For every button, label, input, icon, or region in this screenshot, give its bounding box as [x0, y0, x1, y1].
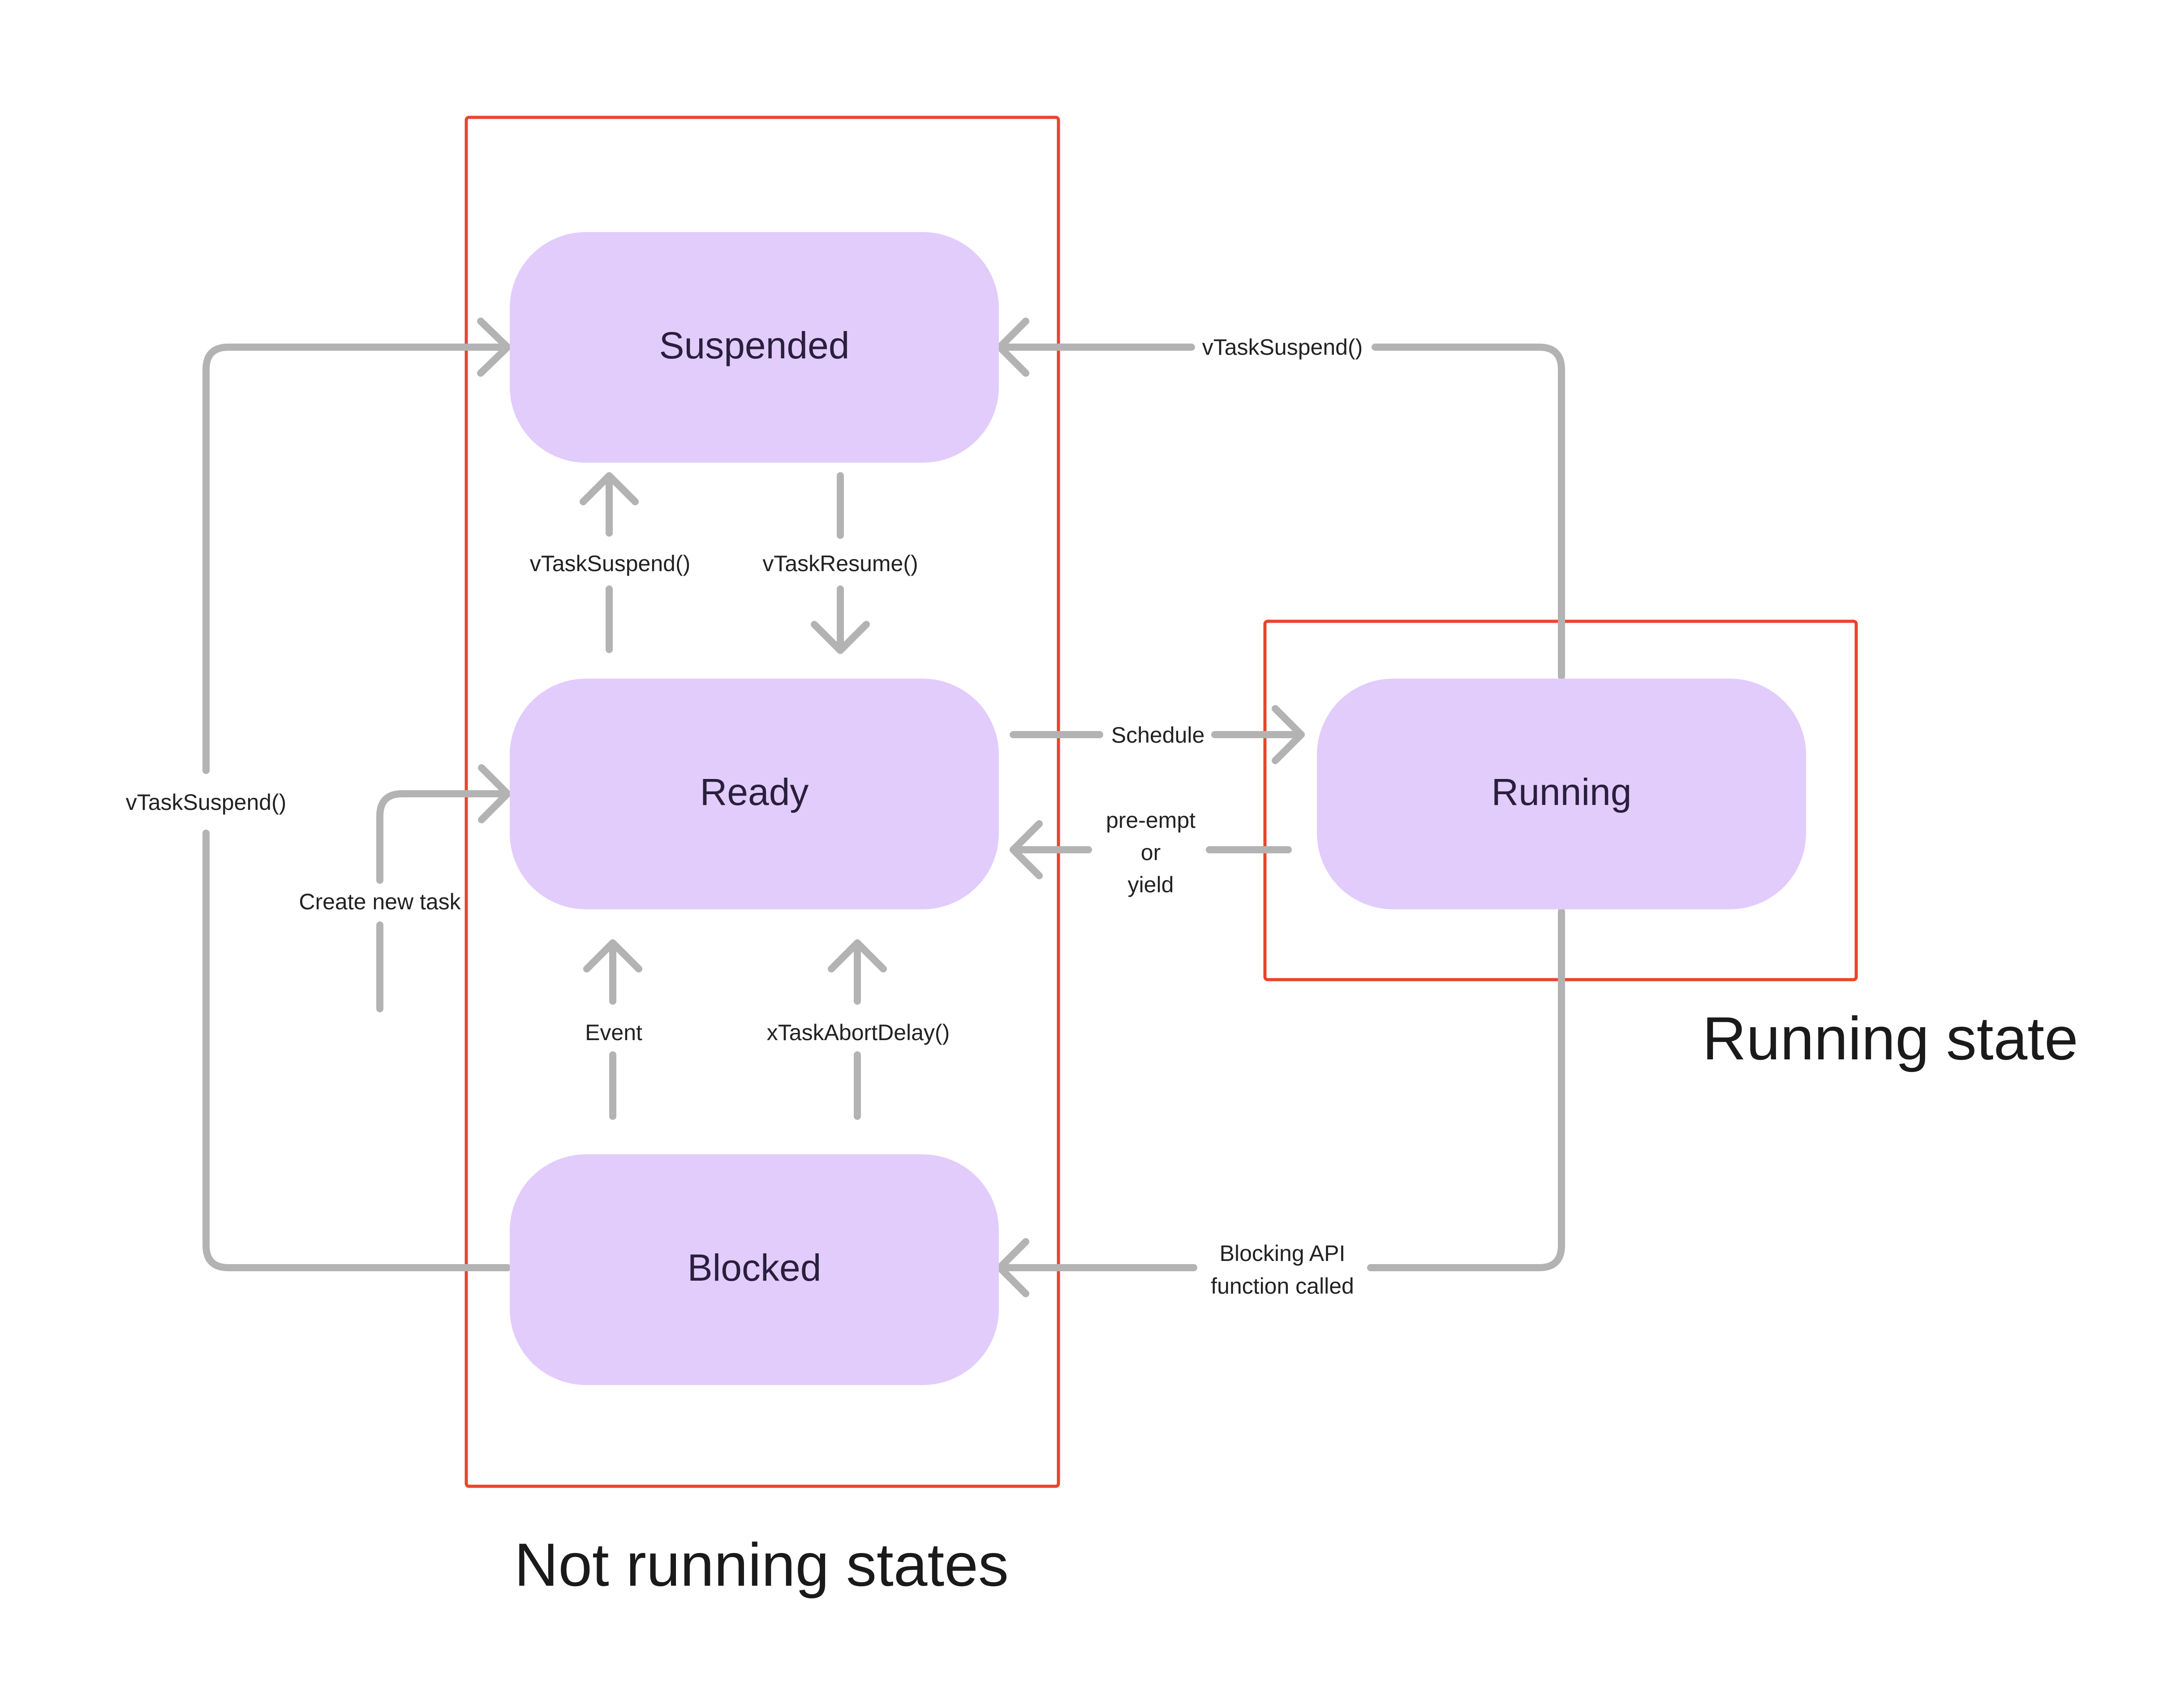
state-suspended-box: [510, 232, 999, 463]
arrowhead-ready-to-suspended: [580, 472, 639, 505]
label-blocking-api-line1: Blocking API: [1220, 1241, 1346, 1266]
label-create-new-task: Create new task: [299, 889, 461, 914]
label-abort-delay: xTaskAbortDelay(): [767, 1020, 950, 1045]
label-preempt-line1: pre-empt: [1106, 808, 1196, 833]
state-running-label: Running: [1492, 771, 1632, 813]
arrowhead-event: [583, 939, 642, 972]
label-blocking-api-line2: function called: [1211, 1273, 1354, 1299]
edge-running-to-suspended: [1000, 344, 1565, 680]
state-blocked-label: Blocked: [688, 1247, 821, 1289]
state-blocked-box: [510, 1154, 999, 1385]
state-ready-label: Ready: [700, 771, 809, 813]
label-preempt-line3: yield: [1128, 872, 1174, 897]
state-suspended: Suspended: [510, 232, 999, 463]
state-blocked: Blocked: [510, 1154, 999, 1385]
arrowhead-suspended-left: [477, 318, 511, 377]
arrowhead-suspended-right: [996, 318, 1029, 377]
edge-create-new-task: [376, 790, 511, 1012]
running-group-title: Running state: [1702, 1004, 2078, 1072]
label-schedule: Schedule: [1111, 723, 1205, 748]
label-ready-to-suspended: vTaskSuspend(): [530, 551, 691, 576]
arrowhead-create-new-task: [478, 764, 511, 823]
edge-running-to-blocked: [1000, 908, 1565, 1271]
state-ready: Ready: [510, 679, 999, 909]
arrowhead-schedule: [1272, 705, 1305, 764]
arrowhead-preempt: [1010, 820, 1043, 879]
state-running: Running: [1317, 679, 1806, 909]
arrowhead-blocked-right: [996, 1238, 1029, 1297]
label-event: Event: [585, 1020, 642, 1045]
state-suspended-label: Suspended: [659, 324, 849, 366]
arrowhead-abort-delay: [828, 939, 887, 972]
not-running-group-frame: [465, 116, 1060, 1488]
label-preempt-line2: or: [1141, 840, 1161, 865]
state-ready-box: [510, 679, 999, 909]
label-suspended-to-ready: vTaskResume(): [762, 551, 918, 576]
edge-blocked-to-suspended: [202, 344, 511, 1271]
not-running-group-title: Not running states: [514, 1531, 1009, 1599]
arrowhead-suspended-to-ready: [811, 621, 870, 654]
label-running-to-suspended: vTaskSuspend(): [1202, 335, 1363, 360]
state-running-box: [1317, 679, 1806, 909]
label-blocked-to-suspended: vTaskSuspend(): [126, 790, 287, 815]
